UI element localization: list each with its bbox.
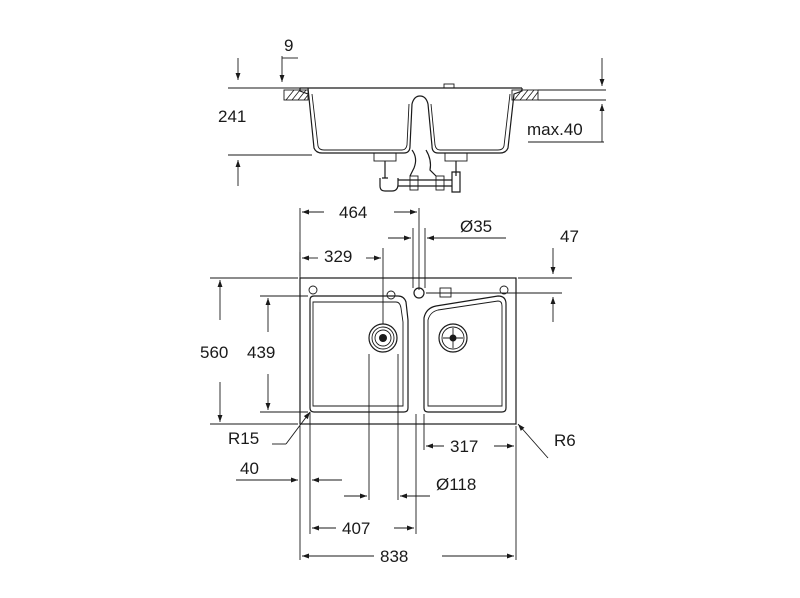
dim-47: 47 (560, 227, 579, 246)
mount-hole-icon (308, 285, 318, 295)
mount-hole-icon (499, 285, 509, 295)
sink-profile (299, 87, 523, 154)
drain-right-icon (438, 323, 468, 353)
mount-hole-icon (386, 290, 396, 300)
dim-r6: R6 (554, 431, 576, 450)
dim-560: 560 (200, 343, 228, 362)
dim-439: 439 (247, 343, 275, 362)
dim-329: 329 (324, 247, 352, 266)
countertop-left (283, 89, 309, 101)
dim-dia118: Ø118 (436, 475, 476, 494)
dim-317: 317 (450, 437, 478, 456)
dim-40: 40 (240, 459, 259, 478)
dim-838: 838 (380, 547, 408, 566)
siphon-assembly (373, 149, 468, 193)
dim-max40: max.40 (527, 120, 583, 139)
dim-407: 407 (342, 519, 370, 538)
dim-r15: R15 (228, 429, 259, 448)
left-bowl (309, 295, 409, 413)
right-bowl (423, 295, 507, 413)
dim-dia35: Ø35 (460, 217, 492, 236)
countertop-right (511, 89, 539, 101)
dim-464: 464 (339, 203, 367, 222)
plan-view: 464 Ø35 329 47 560 439 R15 (200, 203, 579, 566)
drain-left-icon (368, 323, 398, 353)
dim-241: 241 (218, 107, 246, 126)
dim-9: 9 (284, 36, 293, 55)
side-section-view: 241 9 max.40 (218, 36, 606, 193)
sink-outline (299, 277, 517, 425)
overflow-icon (439, 287, 452, 298)
